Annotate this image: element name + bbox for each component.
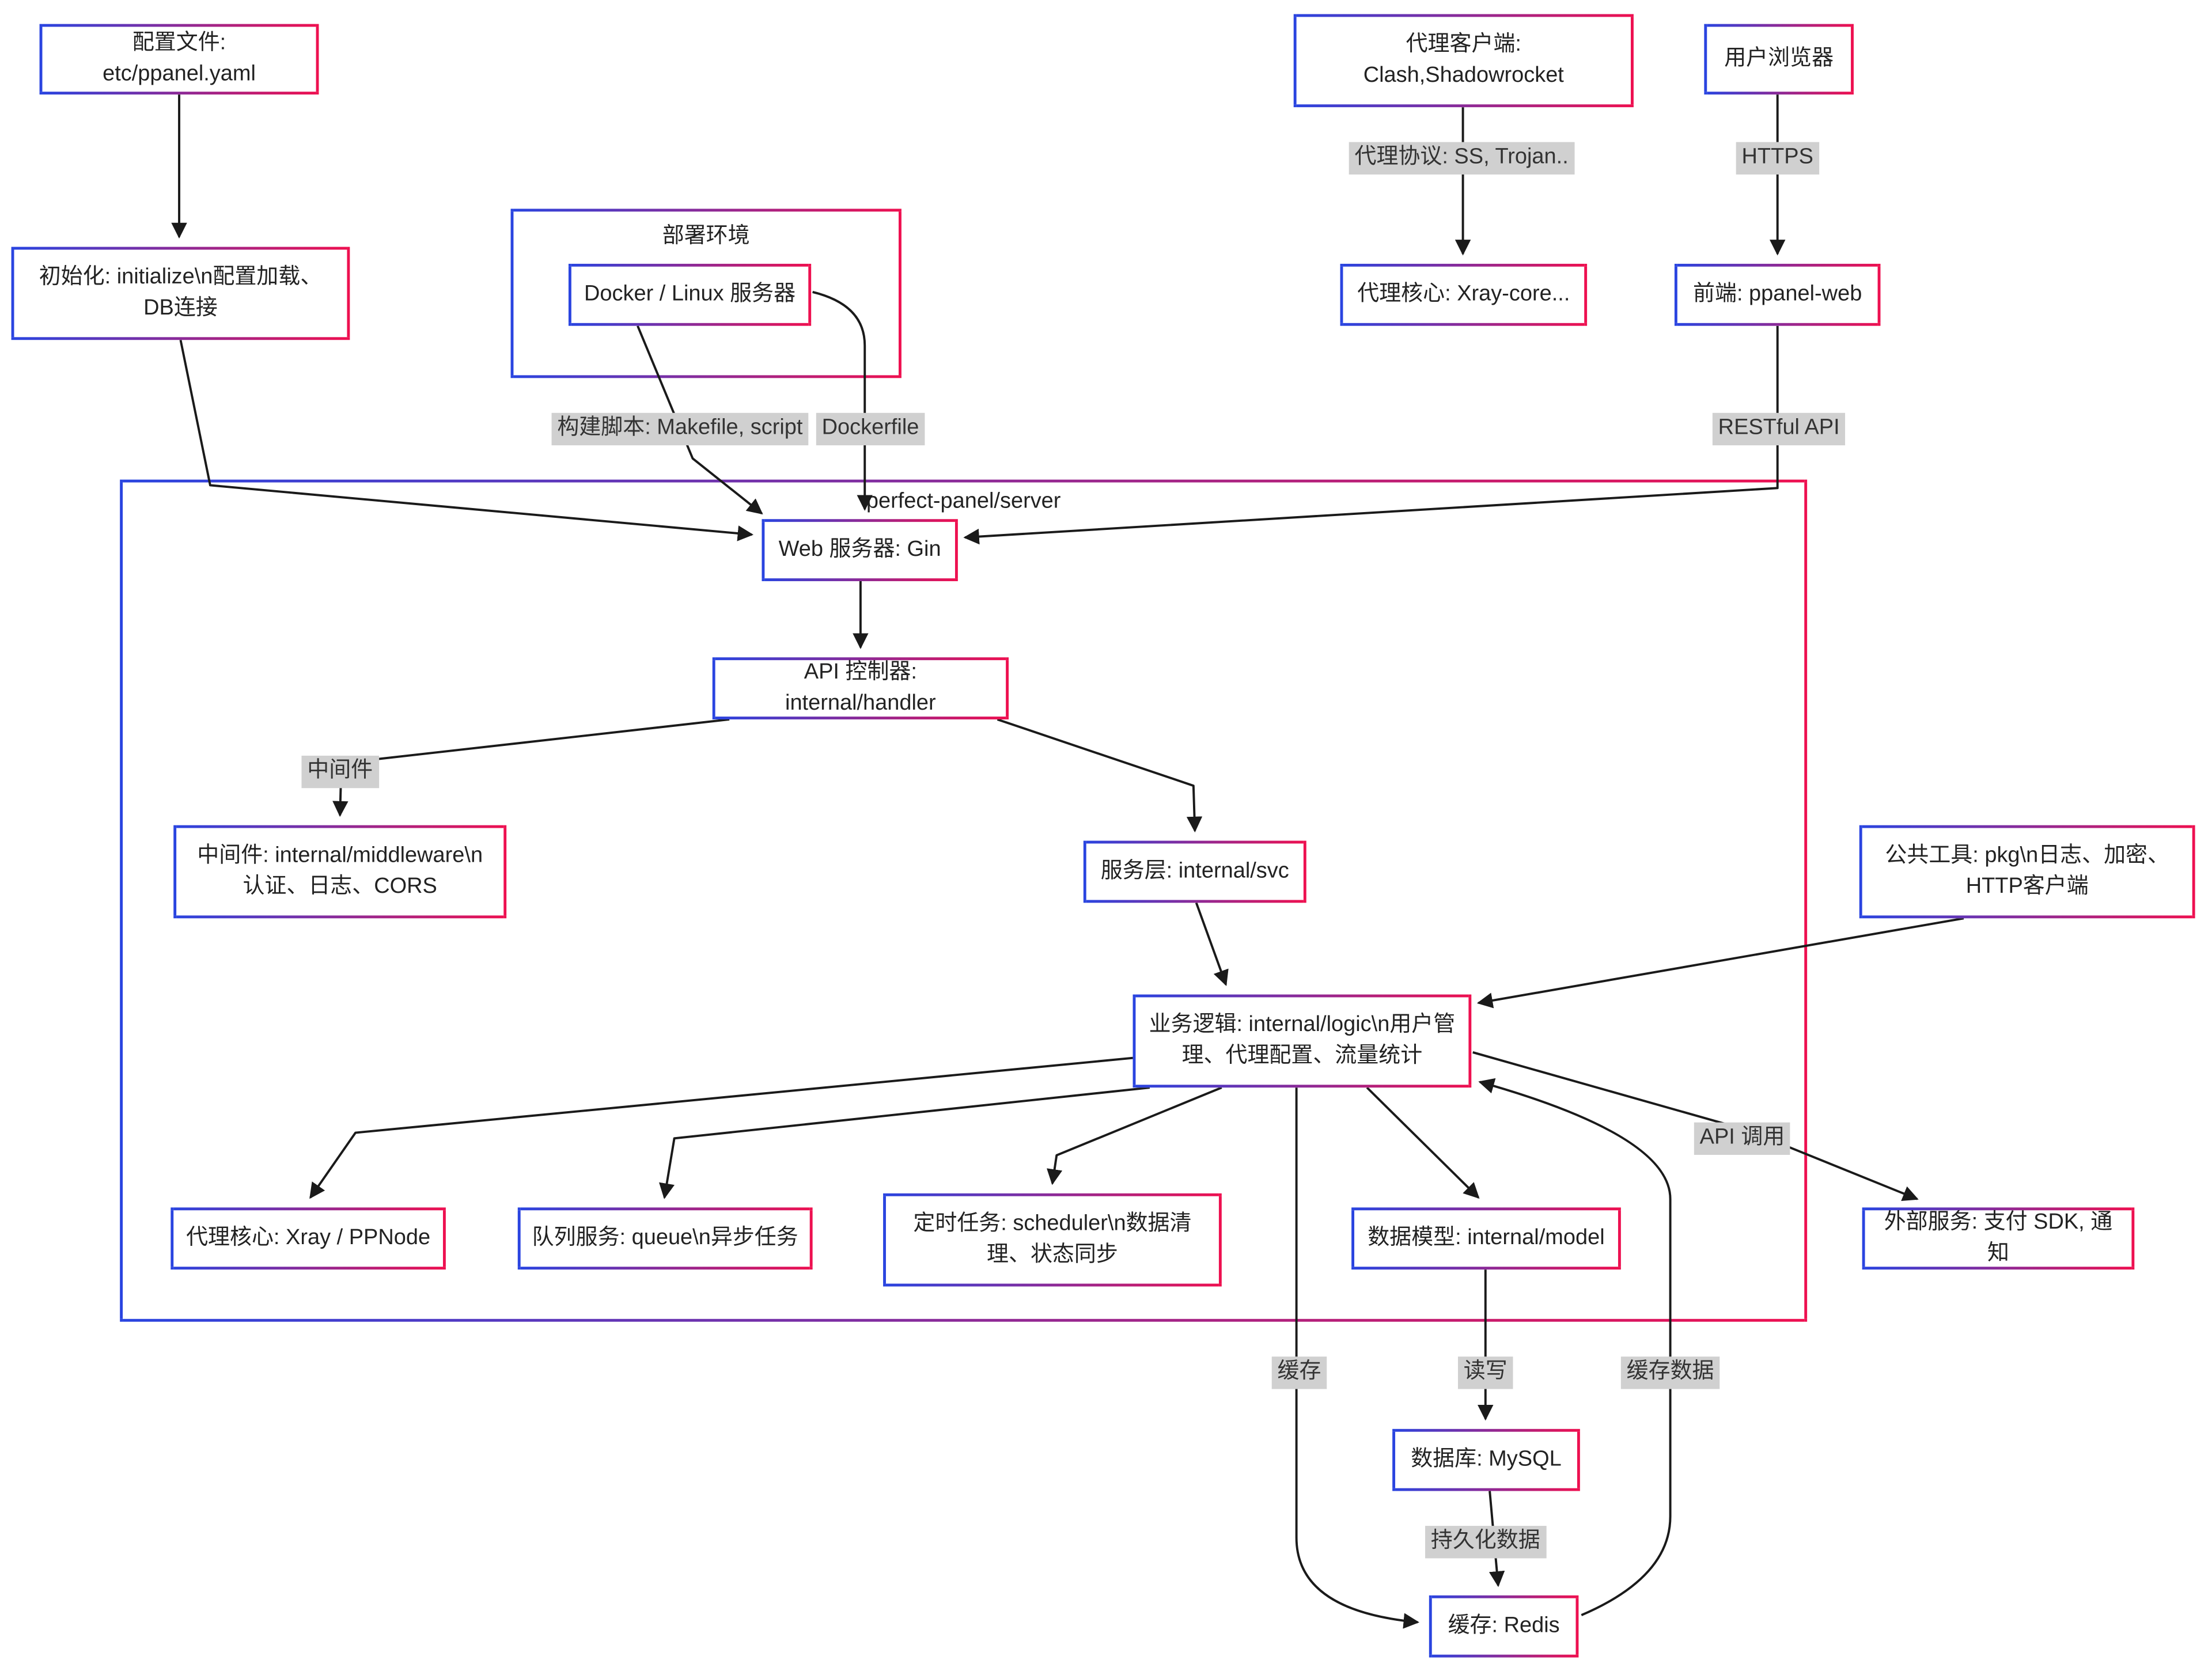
- node-config-file: 配置文件: etc/ppanel.yaml: [39, 24, 319, 95]
- node-proxy-core-ppnode: 代理核心: Xray / PPNode: [171, 1207, 446, 1270]
- edge-label-dockerfile: Dockerfile: [816, 412, 925, 445]
- edge-label-api-call: API 调用: [1694, 1122, 1791, 1154]
- edge-logic-to-queue: [659, 1086, 1150, 1199]
- container-perfect-panel-server-title: perfect-panel/server: [866, 489, 1061, 514]
- node-proxy-client: 代理客户端: Clash,Shadowrocket: [1293, 14, 1634, 108]
- edge-logic-to-redis: [1295, 1087, 1419, 1629]
- edge-label-proxy-protocol: 代理协议: SS, Trojan..: [1349, 142, 1574, 174]
- node-initialize: 初始化: initialize\n配置加载、DB连接: [11, 247, 350, 340]
- edge-label-build-script: 构建脚本: Makefile, script: [551, 412, 809, 445]
- edge-handler-to-svc: [997, 718, 1203, 833]
- edge-docker-to-gin-dockerfile: [812, 291, 873, 511]
- node-public-tools-pkg: 公共工具: pkg\n日志、加密、HTTP客户端: [1859, 825, 2195, 919]
- edge-logic-to-ppnode: [309, 1056, 1133, 1199]
- edge-init-to-gin: [179, 339, 754, 541]
- node-frontend-ppanel-web: 前端: ppanel-web: [1674, 263, 1881, 326]
- node-user-browser: 用户浏览器: [1704, 24, 1854, 95]
- node-middleware: 中间件: internal/middleware\n认证、日志、CORS: [173, 825, 507, 919]
- edge-redis-to-logic: [1478, 1078, 1672, 1616]
- edge-label-middleware: 中间件: [301, 755, 378, 788]
- edge-frontend-to-gin: [963, 325, 1779, 545]
- edge-handler-to-middleware: [332, 718, 730, 817]
- node-business-logic: 业务逻辑: internal/logic\n用户管理、代理配置、流量统计: [1132, 994, 1472, 1088]
- edge-label-cache: 缓存: [1271, 1356, 1327, 1389]
- node-service-layer-svc: 服务层: internal/svc: [1083, 840, 1306, 903]
- edge-logic-to-scheduler: [1047, 1086, 1222, 1185]
- edge-label-persist-data: 持久化数据: [1425, 1526, 1546, 1558]
- node-web-server-gin: Web 服务器: Gin: [762, 519, 958, 581]
- container-deploy-env-title: 部署环境: [662, 224, 750, 249]
- edge-svc-to-logic: [1195, 902, 1229, 986]
- edge-label-https: HTTPS: [1736, 142, 1819, 174]
- node-data-model: 数据模型: internal/model: [1351, 1207, 1621, 1270]
- edge-logic-to-model: [1366, 1086, 1480, 1199]
- node-scheduler: 定时任务: scheduler\n数据清理、状态同步: [883, 1193, 1222, 1287]
- edge-label-read-write: 读写: [1458, 1356, 1513, 1389]
- node-external-services: 外部服务: 支付 SDK, 通知: [1862, 1207, 2135, 1270]
- node-xray-core: 代理核心: Xray-core...: [1340, 263, 1588, 326]
- node-database-mysql: 数据库: MySQL: [1392, 1428, 1580, 1491]
- edge-pkg-to-logic: [1476, 917, 1964, 1009]
- node-queue-service: 队列服务: queue\n异步任务: [517, 1207, 813, 1270]
- node-docker-linux-server: Docker / Linux 服务器: [568, 263, 812, 326]
- node-cache-redis: 缓存: Redis: [1429, 1595, 1579, 1658]
- edge-docker-to-gin-build-script: [637, 325, 763, 515]
- node-api-handler: API 控制器: internal/handler: [712, 657, 1009, 719]
- edge-label-cache-data: 缓存数据: [1620, 1356, 1720, 1389]
- edge-label-restful-api: RESTful API: [1712, 412, 1846, 445]
